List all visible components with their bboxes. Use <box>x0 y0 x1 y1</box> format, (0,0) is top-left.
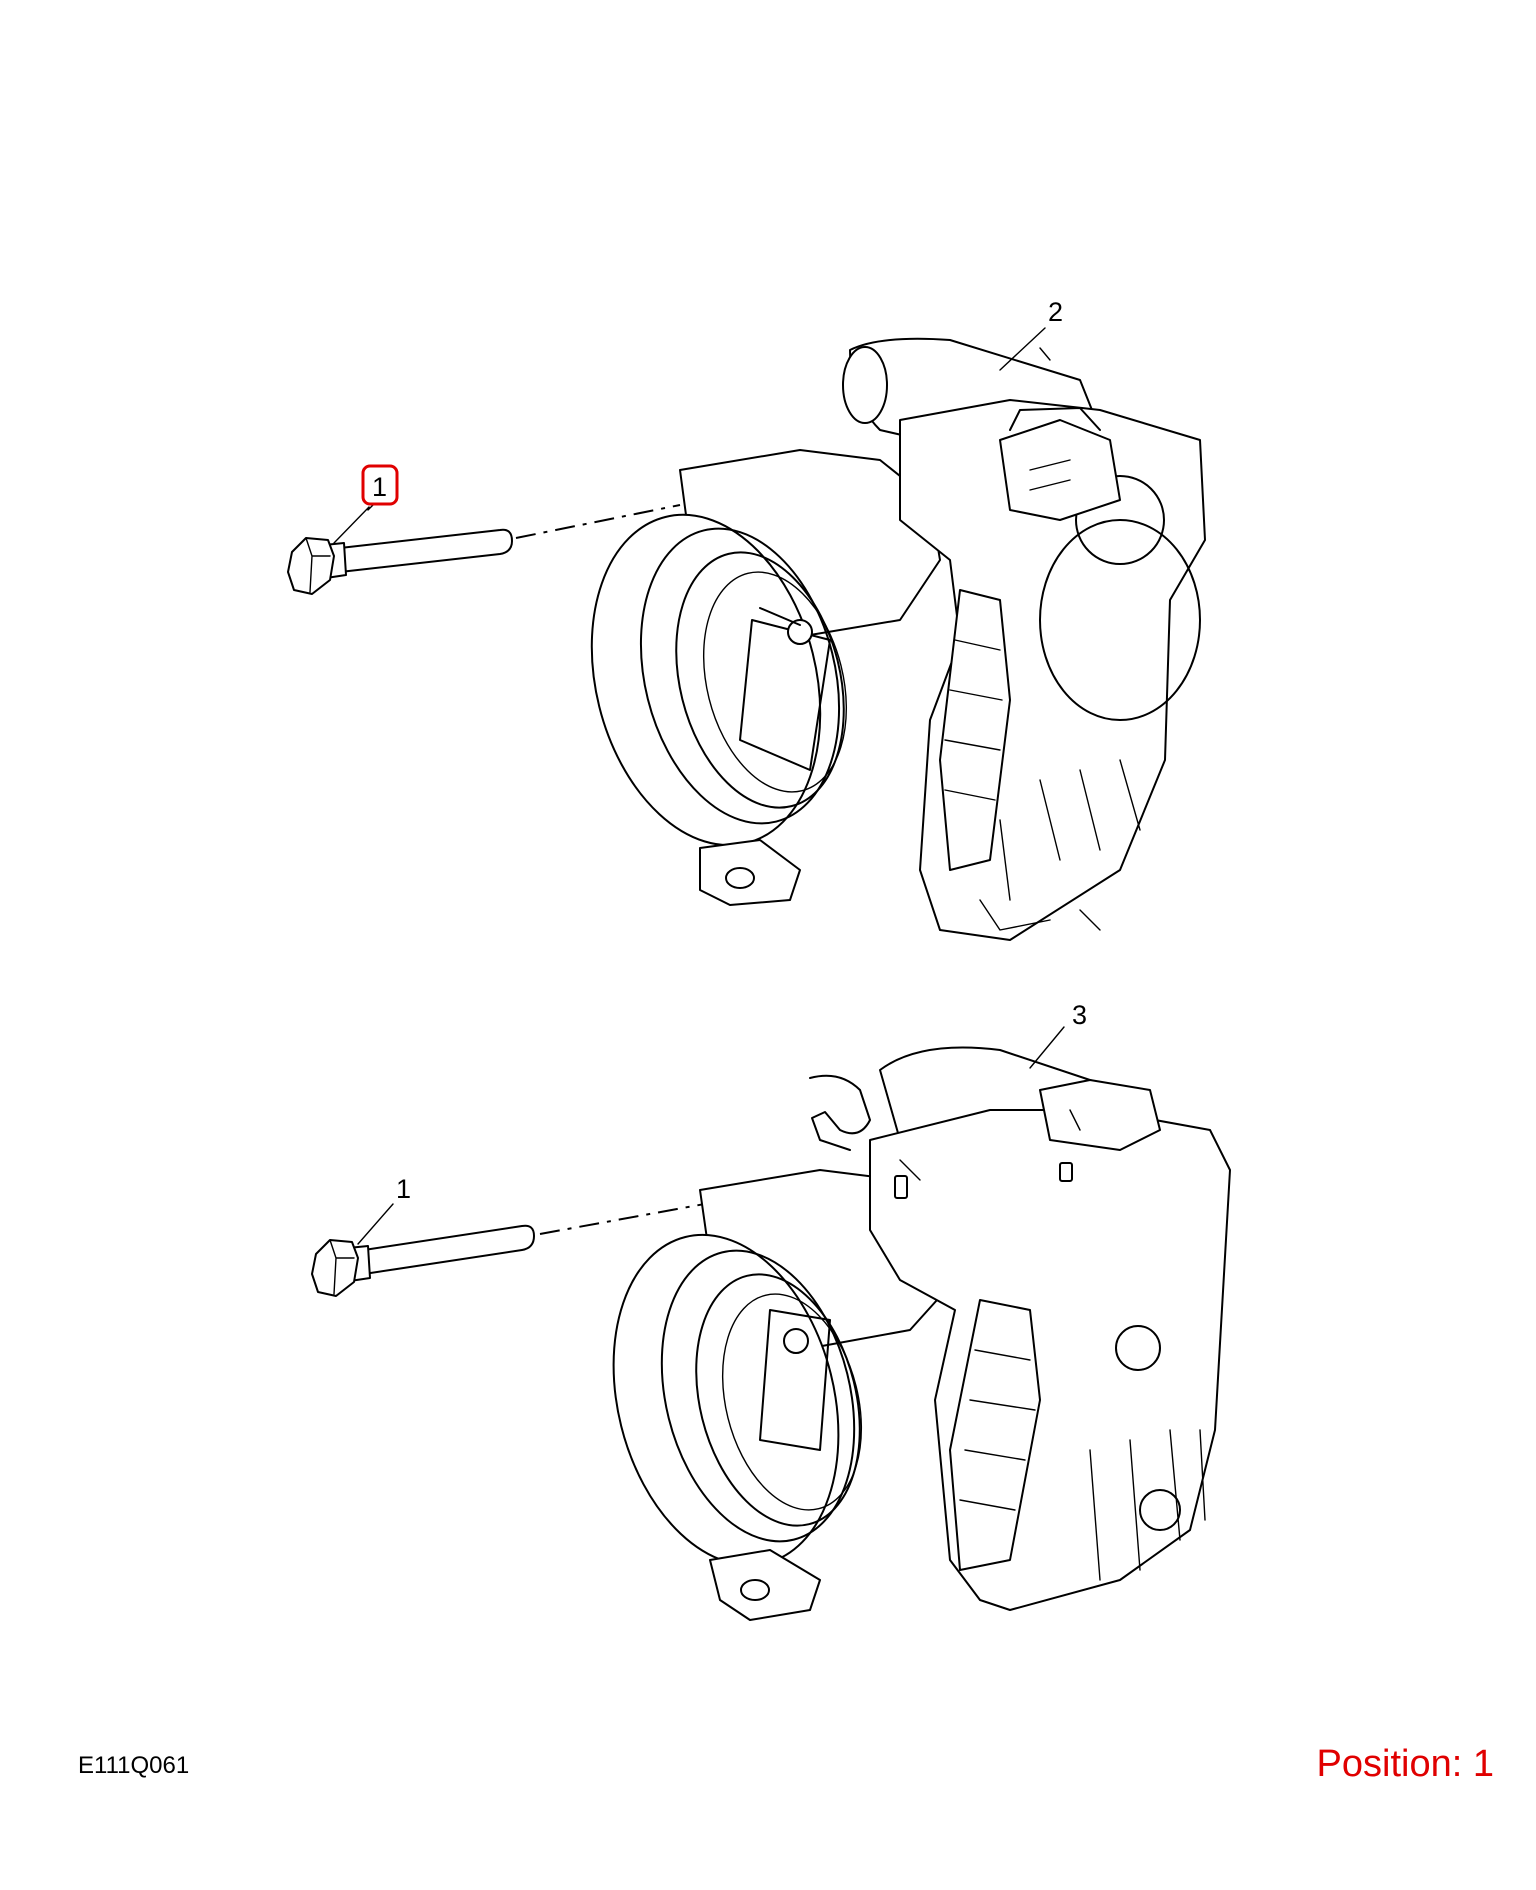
top-bolt[interactable] <box>287 528 513 595</box>
bottom-assembly: 3 1 <box>311 1000 1231 1621</box>
bottom-throttle-body[interactable] <box>581 1046 1231 1621</box>
callout-1-highlight-box[interactable] <box>361 464 399 506</box>
callout-2: 2 <box>1048 297 1063 327</box>
top-assembly: 2 1 <box>287 297 1206 941</box>
top-throttle-body[interactable] <box>559 337 1206 941</box>
callout-2-leader <box>999 327 1051 371</box>
bottom-bolt[interactable] <box>311 1224 535 1297</box>
callout-1-top: 1 <box>372 472 387 502</box>
callout-1-bottom: 1 <box>396 1174 411 1204</box>
callout-1-top-leader <box>333 503 375 544</box>
callout-3: 3 <box>1072 1000 1087 1030</box>
figure-code: E111Q061 <box>78 1752 190 1779</box>
bottom-bolt-axis-line <box>539 1202 711 1235</box>
callout-3-leader <box>1029 1026 1065 1069</box>
position-label: Position: 1 <box>1316 1743 1494 1785</box>
callout-1-bottom-leader <box>357 1203 394 1245</box>
top-bolt-axis-line <box>515 504 681 539</box>
